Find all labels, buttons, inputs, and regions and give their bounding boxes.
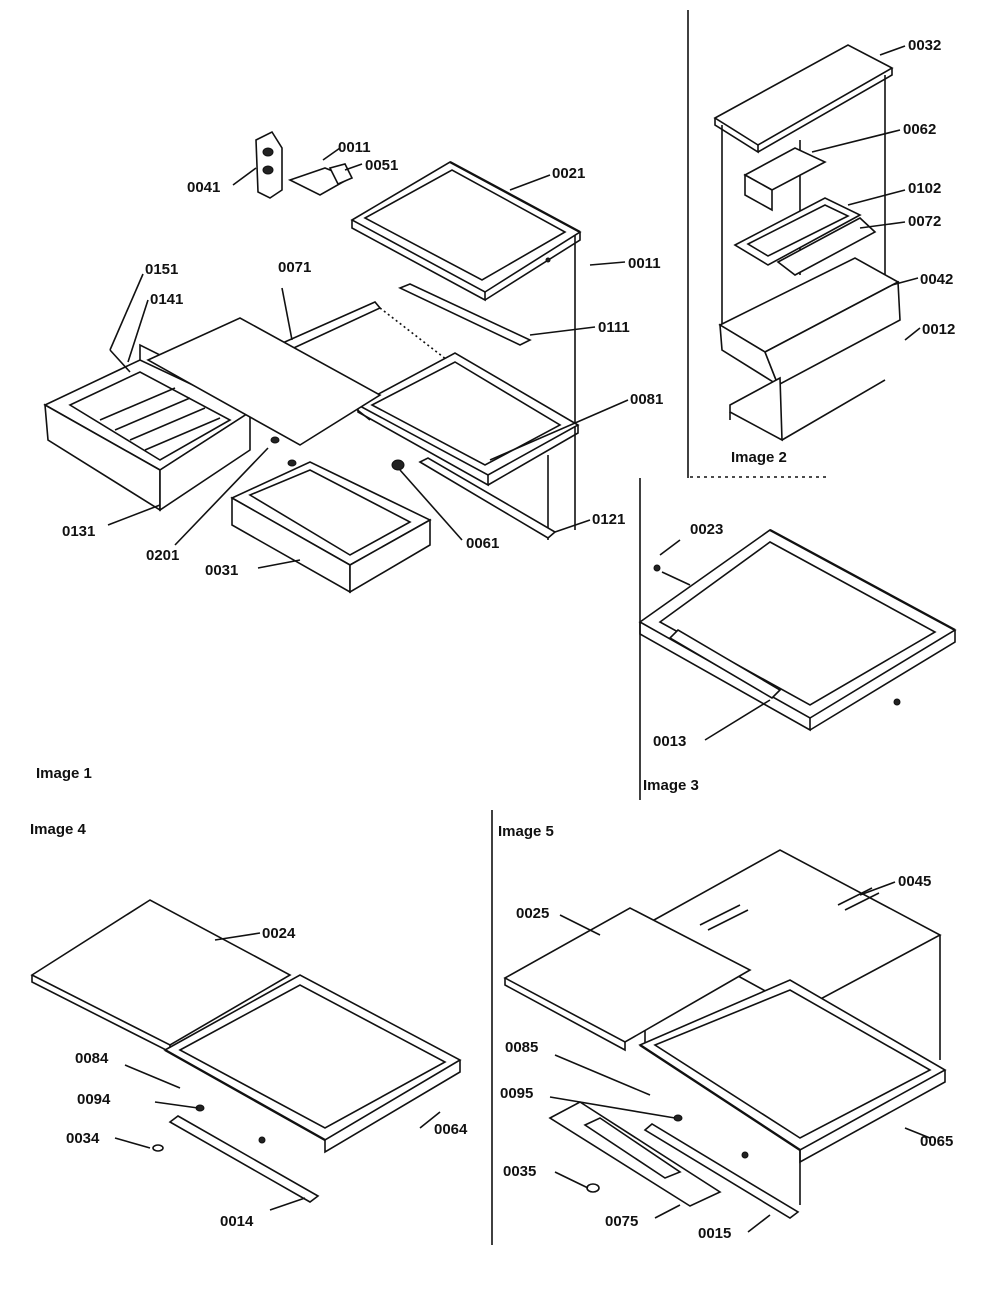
label-0065: 0065	[920, 1133, 953, 1150]
label-0011: 0011	[338, 139, 371, 156]
label-0151: 0151	[145, 261, 178, 278]
part-0102-frame	[733, 197, 862, 266]
label-0034: 0034	[66, 1130, 100, 1147]
leader-lines-image-2	[811, 45, 921, 341]
label-0015: 0015	[698, 1225, 731, 1242]
screw-icon	[545, 257, 551, 263]
label-0024: 0024	[262, 925, 296, 942]
label-0014: 0014	[220, 1213, 254, 1230]
label-0062: 0062	[903, 121, 936, 138]
label-0012: 0012	[922, 321, 955, 338]
label-0013: 0013	[653, 733, 686, 750]
part-0034-clip	[152, 1144, 164, 1152]
label-0031: 0031	[205, 562, 238, 579]
part-0015-rail	[643, 1123, 800, 1219]
label-0061: 0061	[466, 535, 499, 552]
label-0051: 0051	[365, 157, 398, 174]
screw-icon	[258, 1136, 266, 1144]
caption-image-3: Image 3	[643, 777, 699, 794]
part-0013-handle	[668, 628, 782, 700]
label-0072: 0072	[908, 213, 941, 230]
label-0075: 0075	[605, 1213, 638, 1230]
part-0014-rail	[168, 1115, 320, 1203]
label-0023: 0023	[690, 521, 723, 538]
caption-image-5: Image 5	[498, 823, 554, 840]
label-0081: 0081	[630, 391, 663, 408]
image-2-assembly	[713, 44, 921, 442]
panel-dividers	[491, 10, 830, 1245]
label-0111: 0111	[598, 319, 630, 336]
image-captions: Image 2 Image 1 Image 3 Image 4 Image 5	[30, 449, 787, 840]
part-0041-bracket	[255, 130, 283, 199]
part-0131-crisper	[43, 343, 252, 512]
part-0072-tray	[776, 217, 877, 276]
screw-icon	[893, 698, 901, 706]
screw-icon	[270, 436, 280, 444]
image-3-assembly	[638, 528, 957, 741]
part-crisper-cover	[146, 317, 382, 446]
image-4-assembly	[30, 899, 462, 1211]
caption-image-4: Image 4	[30, 821, 87, 838]
part-0075-handle	[548, 1101, 722, 1207]
leader-lines-image-5	[549, 881, 931, 1233]
part-labels: 0011 0051 0041 0021 0011 0071 0151 0141 …	[62, 37, 955, 1242]
part-0023-screw	[653, 564, 661, 572]
caption-image-1: Image 1	[36, 765, 92, 782]
label-0011-b: 0011	[628, 255, 661, 272]
part-0081-shelf	[356, 352, 580, 487]
label-0085: 0085	[505, 1039, 538, 1056]
part-0111-rail	[398, 283, 532, 346]
label-0141: 0141	[150, 291, 183, 308]
label-0035: 0035	[503, 1163, 536, 1180]
label-0045: 0045	[898, 873, 931, 890]
part-0031-pan	[230, 461, 432, 594]
label-0025: 0025	[516, 905, 549, 922]
label-0041: 0041	[187, 179, 220, 196]
leader-lines-image-4	[114, 932, 441, 1211]
part-0025-glass	[503, 907, 752, 1043]
label-0102: 0102	[908, 180, 941, 197]
screw-icon	[287, 459, 297, 467]
caption-image-2: Image 2	[731, 449, 787, 466]
label-0121: 0121	[592, 511, 625, 528]
part-0095-screw	[673, 1114, 683, 1122]
label-0021: 0021	[552, 165, 585, 182]
label-0095: 0095	[500, 1085, 533, 1102]
part-0013-shelf	[638, 529, 957, 719]
part-0035-clip	[586, 1183, 600, 1193]
leader-lines-image-1	[107, 147, 629, 569]
label-0201: 0201	[146, 547, 179, 564]
label-0094: 0094	[77, 1091, 111, 1108]
part-0024-glass	[30, 899, 292, 1046]
label-0064: 0064	[434, 1121, 468, 1138]
label-0131: 0131	[62, 523, 95, 540]
label-0032: 0032	[908, 37, 941, 54]
image-5-assembly	[503, 849, 947, 1233]
screw-icon	[741, 1151, 749, 1159]
label-0071: 0071	[278, 259, 311, 276]
part-0032-lid	[713, 44, 894, 146]
label-0084: 0084	[75, 1050, 109, 1067]
part-0021-shelf	[350, 160, 582, 302]
part-0012-base	[729, 376, 783, 442]
label-0042: 0042	[920, 271, 953, 288]
image-1-assembly	[43, 130, 629, 594]
part-0071-glass	[276, 301, 382, 353]
part-0061-roller	[391, 459, 405, 471]
